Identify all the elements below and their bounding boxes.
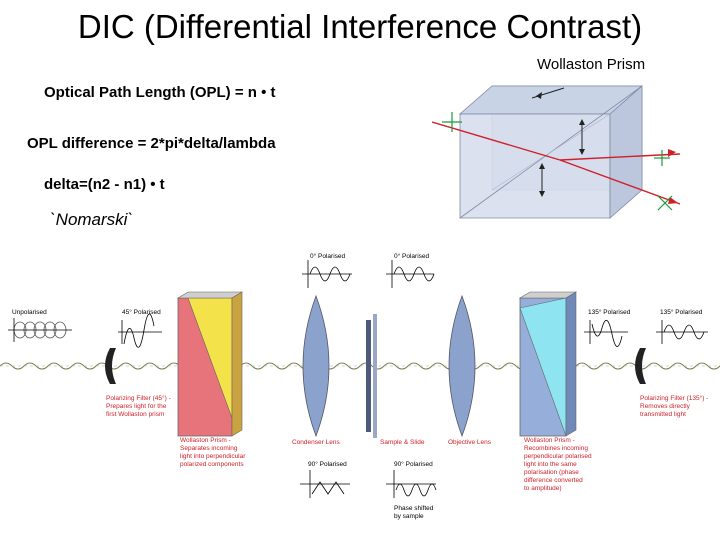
- pol90-a-wave: [300, 470, 350, 498]
- pol135-b-label: 135° Polarised: [660, 308, 703, 316]
- wollaston2-caption: Wollaston Prism - Recombines incoming pe…: [524, 437, 593, 492]
- unpolarised-label: Unpolarised: [12, 309, 47, 316]
- left-polarizing-filter: [105, 348, 116, 384]
- nomarski-label: `Nomarski`: [50, 210, 134, 229]
- dic-schematic-diagram: Unpolarised 45° Polarised 0° Polarised 0…: [0, 252, 720, 520]
- objective-caption: Objective Lens: [448, 439, 492, 446]
- left-wollaston-prism: [176, 291, 244, 437]
- condenser-lens: [302, 294, 330, 438]
- pol0-a-wave: [302, 260, 352, 288]
- page-title: DIC (Differential Interference Contrast): [77, 8, 643, 45]
- objective-lens: [448, 294, 476, 438]
- opl-difference-equation: OPL difference = 2*pi*delta/lambda: [27, 135, 276, 152]
- sample-slide: [366, 314, 377, 438]
- unpolarised-wave: [8, 318, 72, 342]
- pol0-a-label: 0° Polarised: [310, 252, 346, 260]
- right-polarizing-filter: [635, 348, 646, 384]
- wollaston1-caption: Wollaston Prism - Separates incoming lig…: [180, 437, 247, 468]
- pol45-wave: [118, 313, 162, 348]
- opl-equation: Optical Path Length (OPL) = n • t: [44, 84, 276, 101]
- pol90-a-label: 90° Polarised: [308, 460, 347, 468]
- filter135-caption: Polarizing Filter (135°) - Removes direc…: [640, 394, 710, 418]
- condenser-caption: Condenser Lens: [292, 439, 340, 446]
- filter45-caption: Polarizing Filter (45°) - Prepares light…: [106, 394, 173, 418]
- pol45-label: 45° Polarised: [122, 308, 161, 316]
- phase-shift-caption: Phase shifted by sample: [394, 505, 435, 520]
- pol0-b-label: 0° Polarised: [394, 252, 430, 260]
- pol135-a-label: 135° Polarised: [588, 308, 631, 316]
- sample-caption: Sample & Slide: [380, 439, 425, 446]
- pol135-a-wave: [584, 320, 628, 347]
- pol135-b-wave: [656, 320, 708, 344]
- wollaston-prism-illustration: [432, 74, 680, 220]
- delta-equation: delta=(n2 - n1) • t: [44, 176, 165, 193]
- pol90-b-label: 90° Polarised: [394, 460, 433, 468]
- right-wollaston-prism: [518, 291, 578, 437]
- pol90-b-wave: [386, 470, 437, 498]
- pol0-b-wave: [386, 260, 435, 288]
- wollaston-prism-label: Wollaston Prism: [537, 56, 646, 73]
